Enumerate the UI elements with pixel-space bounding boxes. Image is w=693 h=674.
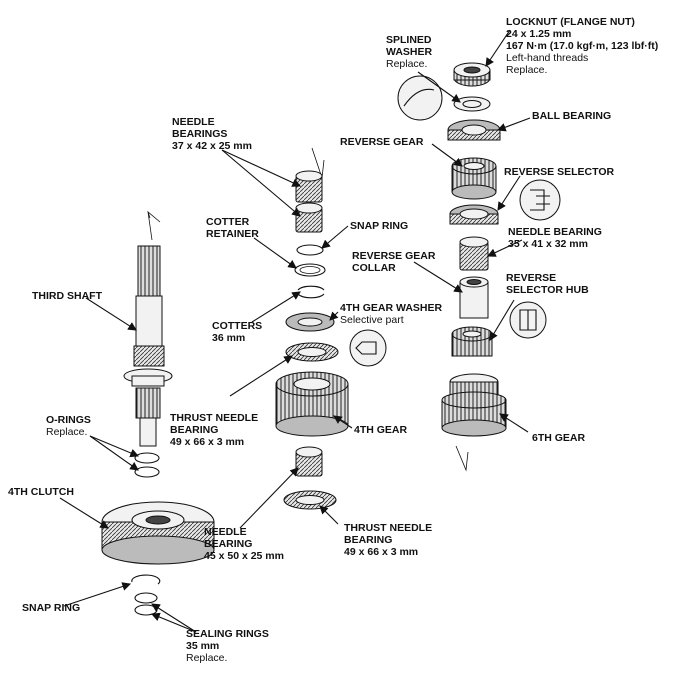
label-cotters-size: 36 mm [212, 332, 246, 344]
label-cotter-retainer-1: COTTER [206, 216, 250, 228]
label-o-rings-text: O-RINGS [46, 414, 91, 426]
label-needle-bearing-lower: NEEDLE BEARING 45 x 50 x 25 mm [204, 526, 284, 562]
label-reverse-gear-text: REVERSE GEAR [340, 136, 424, 148]
label-thrust-needle-size: 49 x 66 x 3 mm [170, 436, 245, 448]
label-sealing-rings-size: 35 mm [186, 640, 220, 652]
label-sealing-rings: SEALING RINGS 35 mm Replace. [186, 628, 269, 664]
reverse-gear [451, 157, 497, 200]
label-reverse-selector-hub-1: REVERSE [506, 272, 557, 284]
label-ball-bearing-text: BALL BEARING [532, 110, 612, 122]
label-needle-bearing-right: NEEDLE BEARING 35 x 41 x 32 mm [508, 226, 602, 250]
leader-lines [59, 29, 531, 633]
snap-ring-bottom [131, 574, 161, 585]
splined-washer [397, 75, 491, 121]
label-thrust-needle-bottom-1: THRUST NEEDLE [344, 522, 433, 534]
label-fourth-gear-text: 4TH GEAR [354, 424, 408, 436]
label-fourth-gear-washer-note: Selective part [340, 314, 404, 326]
label-needle-bearings-size: 37 x 42 x 25 mm [172, 140, 252, 152]
fourth-clutch [101, 501, 215, 565]
label-locknut-note2: Replace. [506, 64, 548, 76]
label-reverse-gear-collar-1: REVERSE GEAR [352, 250, 436, 262]
label-thrust-needle-bottom: THRUST NEEDLE BEARING 49 x 66 x 3 mm [344, 522, 432, 558]
fourth-gear [275, 371, 349, 437]
label-thrust-needle-2: BEARING [170, 424, 219, 436]
label-snap-ring-bottom-text: SNAP RING [22, 602, 81, 614]
fourth-gear-washer [285, 312, 387, 367]
label-o-rings: O-RINGS Replace. [46, 414, 91, 438]
label-reverse-gear-collar-2: COLLAR [352, 262, 396, 274]
label-needle-bearings-1: NEEDLE [172, 116, 215, 128]
label-cotters: COTTERS 36 mm [212, 320, 262, 344]
label-locknut-title: LOCKNUT (FLANGE NUT) [506, 16, 635, 28]
label-third-shaft-text: THIRD SHAFT [32, 290, 102, 302]
label-thrust-needle-bottom-2: BEARING [344, 534, 393, 546]
label-fourth-clutch-text: 4TH CLUTCH [8, 486, 74, 498]
label-needle-bearing-lower-1: NEEDLE [204, 526, 247, 538]
needle-bearings-top [295, 147, 325, 233]
label-fourth-gear-washer: 4TH GEAR WASHER Selective part [340, 302, 442, 326]
label-reverse-gear-collar: REVERSE GEAR COLLAR [352, 250, 435, 274]
label-needle-bearing-lower-size: 45 x 50 x 25 mm [204, 550, 284, 562]
label-third-shaft: THIRD SHAFT [32, 290, 102, 302]
label-ball-bearing: BALL BEARING [532, 110, 611, 122]
label-sixth-gear-text: 6TH GEAR [532, 432, 586, 444]
label-reverse-selector-text: REVERSE SELECTOR [504, 166, 615, 178]
label-sixth-gear: 6TH GEAR [532, 432, 585, 444]
label-reverse-selector-hub-2: SELECTOR HUB [506, 284, 589, 296]
label-sealing-rings-text: SEALING RINGS [186, 628, 269, 640]
reverse-selector [449, 179, 561, 225]
label-snap-ring-top-text: SNAP RING [350, 220, 409, 232]
label-cotters-text: COTTERS [212, 320, 263, 332]
o-rings [134, 452, 160, 478]
label-splined-washer-1: SPLINED [386, 34, 432, 46]
label-locknut-note1: Left-hand threads [506, 52, 589, 64]
label-needle-bearings-2: BEARINGS [172, 128, 228, 140]
label-thrust-needle-top: THRUST NEEDLE BEARING 49 x 66 x 3 mm [170, 412, 258, 448]
cotter-retainer [294, 263, 326, 277]
label-cotter-retainer-2: RETAINER [206, 228, 259, 240]
label-fourth-gear: 4TH GEAR [354, 424, 407, 436]
label-reverse-selector: REVERSE SELECTOR [504, 166, 614, 178]
label-fourth-clutch: 4TH CLUTCH [8, 486, 74, 498]
label-reverse-selector-hub: REVERSE SELECTOR HUB [506, 272, 589, 296]
label-locknut-size: 24 x 1.25 mm [506, 28, 572, 40]
reverse-gear-collar [459, 276, 489, 319]
label-fourth-gear-washer-text: 4TH GEAR WASHER [340, 302, 443, 314]
snap-ring-top [296, 244, 324, 256]
label-needle-bearing-right-text: NEEDLE BEARING [508, 226, 602, 238]
label-needle-bearing-lower-2: BEARING [204, 538, 253, 550]
label-reverse-gear: REVERSE GEAR [340, 136, 423, 148]
label-cotter-retainer: COTTER RETAINER [206, 216, 259, 240]
label-sealing-rings-note: Replace. [186, 652, 228, 664]
label-locknut-torque: 167 N·m (17.0 kgf·m, 123 lbf·ft) [506, 40, 659, 52]
label-needle-bearing-right-size: 35 x 41 x 32 mm [508, 238, 588, 250]
label-o-rings-note: Replace. [46, 426, 88, 438]
sixth-gear [441, 373, 507, 472]
needle-bearing-lower [295, 446, 323, 477]
reverse-selector-hub [451, 301, 547, 357]
label-locknut: LOCKNUT (FLANGE NUT) 24 x 1.25 mm 167 N·… [506, 16, 658, 76]
third-shaft-assembly [123, 210, 173, 447]
ball-bearing [447, 119, 501, 141]
label-snap-ring-top: SNAP RING [350, 220, 408, 232]
label-thrust-needle-1: THRUST NEEDLE [170, 412, 259, 424]
label-snap-ring-bottom: SNAP RING [22, 602, 80, 614]
label-splined-washer: SPLINED WASHER Replace. [386, 34, 432, 70]
thrust-needle-bearing-bottom [283, 490, 337, 510]
label-needle-bearings-top: NEEDLE BEARINGS 37 x 42 x 25 mm [172, 116, 252, 152]
thrust-needle-bearing-top [285, 342, 339, 362]
label-splined-washer-note: Replace. [386, 58, 428, 70]
label-splined-washer-2: WASHER [386, 46, 433, 58]
cotters [297, 285, 325, 299]
needle-bearing-right [459, 236, 489, 271]
sealing-rings [134, 592, 158, 616]
label-thrust-needle-bottom-size: 49 x 66 x 3 mm [344, 546, 419, 558]
locknut [453, 62, 491, 87]
